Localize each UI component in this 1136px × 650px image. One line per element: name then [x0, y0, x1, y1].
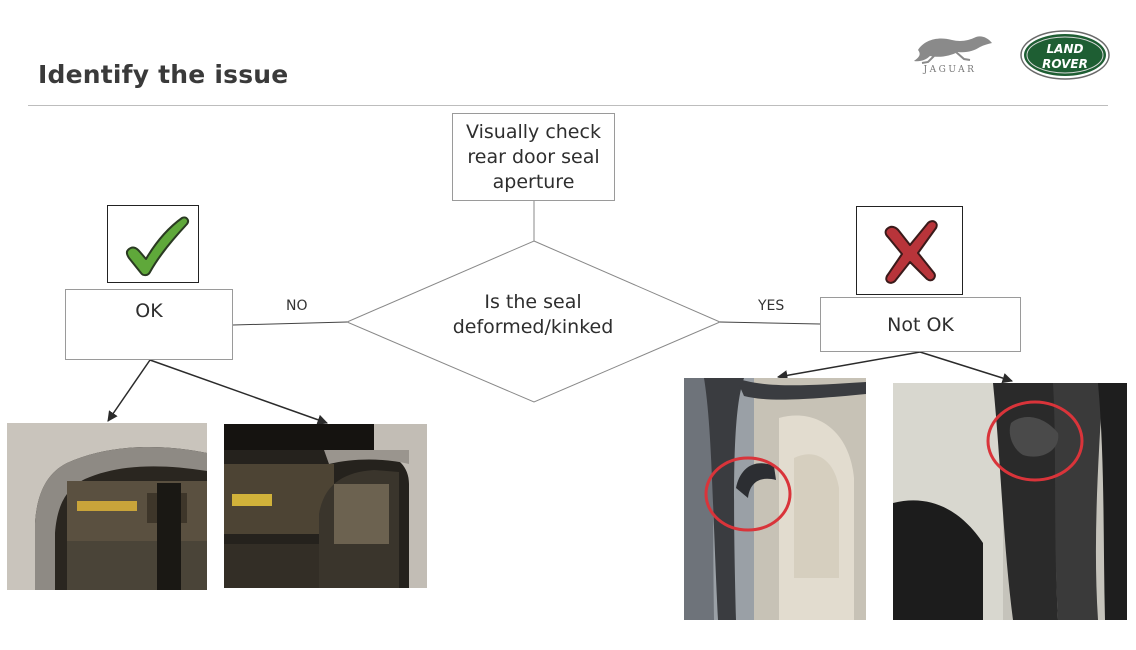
yes-branch-label: YES	[758, 298, 785, 314]
notok-to-photo4-arrow	[919, 351, 1014, 384]
ok-to-photo1-arrow	[107, 359, 151, 422]
decision-diamond	[345, 240, 722, 403]
ok-indicator	[107, 205, 199, 283]
ok-to-photo2-arrow	[149, 359, 328, 425]
ok-photo-1	[7, 423, 207, 590]
jaguar-logo: JAGUAR	[904, 32, 996, 78]
not-ok-indicator	[856, 206, 963, 295]
ok-photo-2	[224, 424, 427, 588]
land-rover-wordmark-line2: ROVER	[1042, 57, 1088, 71]
start-box: Visually check rear door seal aperture	[452, 113, 615, 201]
decision-label: Is the seal deformed/kinked	[452, 291, 614, 338]
not-ok-photo-1	[684, 378, 866, 620]
cross-mark-icon	[884, 220, 938, 284]
land-rover-logo: LAND ROVER	[1020, 30, 1110, 80]
highlight-circle	[704, 456, 792, 532]
title-divider	[28, 105, 1108, 106]
not-ok-photo-2	[893, 383, 1127, 620]
decision-to-notok-line	[719, 321, 821, 325]
land-rover-wordmark-line1: LAND	[1046, 42, 1084, 56]
decision-to-ok-line	[232, 321, 348, 326]
not-ok-outcome-box: Not OK	[820, 297, 1021, 352]
jaguar-leaper-icon	[914, 36, 992, 64]
notok-to-photo3-arrow	[776, 351, 921, 381]
check-mark-icon	[125, 216, 190, 277]
ok-outcome-box: OK	[65, 289, 233, 360]
page-title: Identify the issue	[38, 60, 289, 89]
highlight-circle	[986, 400, 1084, 482]
jaguar-wordmark: JAGUAR	[923, 65, 977, 75]
no-branch-label: NO	[286, 298, 308, 314]
